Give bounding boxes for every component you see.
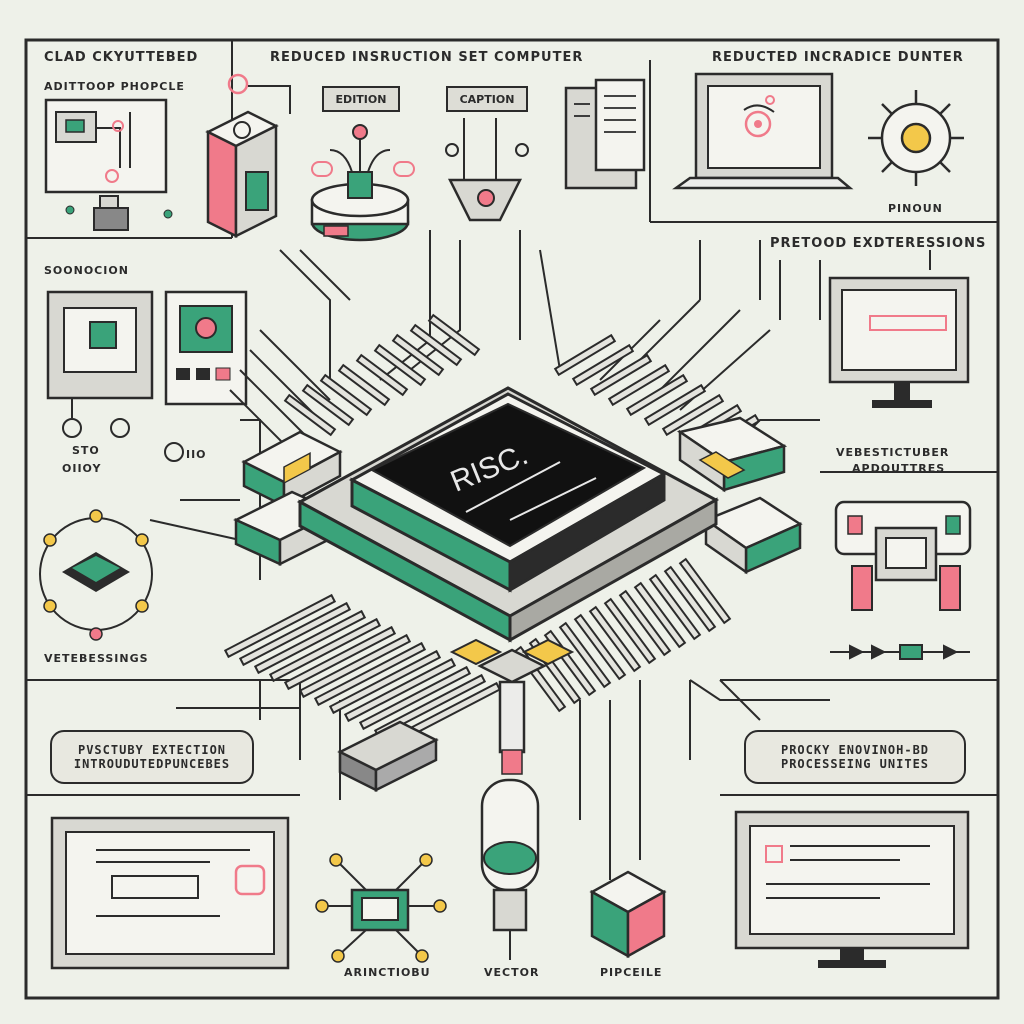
vebestictuber-label-2: APDOUTTRES <box>852 462 946 475</box>
iio-label: IIO <box>186 448 207 461</box>
sto-label: STO <box>72 444 100 457</box>
pin-bl-3-fill <box>271 620 379 680</box>
pin-tl-8-fill <box>430 316 478 354</box>
antenna-node-icon <box>310 124 415 242</box>
pin-bl-2-fill <box>256 612 364 672</box>
pin-bl-7-fill <box>331 652 439 712</box>
pinoun-label: PINOUN <box>888 202 943 215</box>
pin-bl-9-fill <box>361 668 469 728</box>
pin-br-3-fill <box>561 624 609 686</box>
header-top-right: REDUCTED INCRADICE DUNTER <box>712 50 964 65</box>
oiioy-label: OIIOY <box>62 462 102 475</box>
vebestictuber-label-1: VEBESTICTUBER <box>836 446 950 459</box>
sun-icon <box>868 90 964 186</box>
pin-br-6-fill <box>606 600 654 662</box>
outer-frame <box>24 38 1000 1000</box>
pin-bl-4-fill <box>286 628 394 688</box>
document-icon <box>564 78 646 190</box>
pin-tl-5-fill <box>376 346 424 384</box>
vetebessings-label: VETEBESSINGS <box>44 652 149 665</box>
laptop-icon <box>672 72 854 190</box>
pin-tl-4-fill <box>358 356 406 394</box>
monitor-icon <box>828 276 970 408</box>
pin-br-9-fill <box>651 576 699 638</box>
pin-tl-6-fill <box>394 336 442 374</box>
flask-icon <box>480 778 540 960</box>
server-icon <box>205 73 291 239</box>
pill-left: PVSCTUBY EXTECTION INTROUDUTEDPUNCEBES <box>50 730 254 784</box>
left-panel-icons <box>46 290 248 462</box>
cube-icon <box>589 870 667 959</box>
pill-right: PROCKY ENOVINOH-BD PROCESSEING UNITES <box>744 730 966 784</box>
pin-bl-8-fill <box>346 660 454 720</box>
pin-tl-0-fill <box>286 396 334 434</box>
funnel-node-icon <box>445 118 529 222</box>
pin-tr-0-fill <box>556 336 614 374</box>
pin-br-5-fill <box>591 608 639 670</box>
pill-left-line-1: PVSCTUBY EXTECTION <box>77 743 227 757</box>
header-top-left: CLAD CKYUTTEBED <box>44 50 199 65</box>
footer-vector: VECTOR <box>484 966 540 979</box>
monitor-icon-right <box>734 810 970 968</box>
arrow-row <box>830 644 970 660</box>
pin-bl-5-fill <box>301 636 409 696</box>
pin-tl-3-fill <box>340 366 388 404</box>
pin-tl-7-fill <box>412 326 460 364</box>
pill-right-line-1: PROCKY ENOVINOH-BD <box>780 743 930 757</box>
pin-br-7-fill <box>621 592 669 654</box>
pin-br-8-fill <box>636 584 684 646</box>
circuit-icon <box>39 509 153 641</box>
soonocion-label: SOONOCION <box>44 264 129 277</box>
bottom-circuit-icon <box>315 720 447 963</box>
pin-tr-4-fill <box>628 376 686 414</box>
window-icon-left <box>50 816 290 970</box>
pill-left-line-2: INTROUDUTEDPUNCEBES <box>73 757 231 771</box>
pin-tr-5-fill <box>646 386 704 424</box>
pretood-label: PRETOOD EXDTERESSIONS <box>770 236 987 251</box>
pin-tr-6-fill <box>664 396 722 434</box>
pin-br-4-fill <box>576 616 624 678</box>
pin-tl-1-fill <box>304 386 352 424</box>
footer-pipceile: PIPCEILE <box>600 966 663 979</box>
pin-tl-2-fill <box>322 376 370 414</box>
footer-arinctiobu: ARINCTIOBU <box>344 966 431 979</box>
pin-br-11-fill <box>681 560 729 622</box>
pin-tr-2-fill <box>592 356 650 394</box>
pill-right-line-2: PROCESSEING UNITES <box>780 757 930 771</box>
header-sub-left: ADITTOOP PHOPCLE <box>44 80 185 93</box>
pin-tr-3-fill <box>610 366 668 404</box>
pin-bl-1-fill <box>241 604 349 664</box>
pin-br-10-fill <box>666 568 714 630</box>
edition-tag: EDITION <box>322 86 400 112</box>
robot-panel-icon <box>834 500 972 611</box>
pin-bl-6-fill <box>316 644 424 704</box>
pin-bl-0-fill <box>226 596 334 656</box>
pin-tr-1-fill <box>574 346 632 384</box>
caption-tag: CAPTION <box>446 86 528 112</box>
cpu-board <box>223 313 803 775</box>
header-top-center: REDUCED INSRUCTION SET COMPUTER <box>270 50 584 65</box>
top-left-board-icon <box>44 98 173 231</box>
